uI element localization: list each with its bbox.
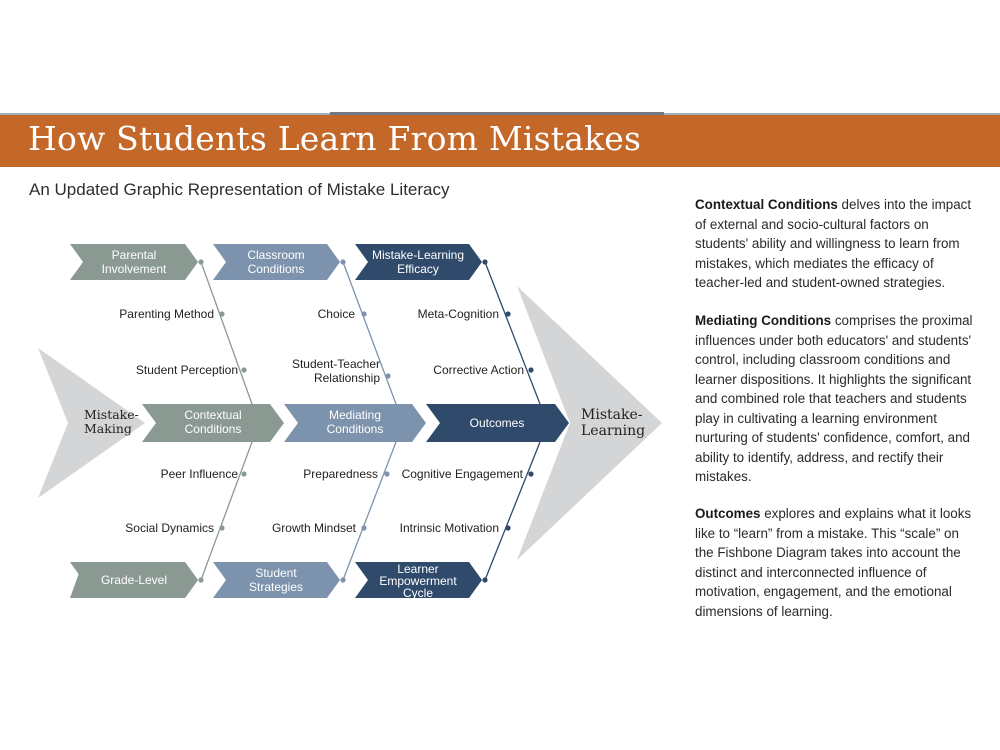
svg-text:Outcomes: Outcomes — [470, 416, 525, 430]
mistake-learning-arrow — [517, 286, 662, 560]
bottom-box-learner-empowerment-cycle: Learner Empowerment Cycle — [355, 562, 482, 600]
svg-text:Student: Student — [255, 566, 297, 580]
bottom-box-grade-level: Grade-Level — [70, 562, 198, 598]
factor-preparedness: Preparedness — [303, 467, 378, 481]
svg-text:Parental: Parental — [112, 248, 157, 262]
factor-corrective-action: Corrective Action — [433, 363, 524, 377]
description-contextual: Contextual Conditions delves into the im… — [695, 195, 975, 293]
svg-text:Learning: Learning — [581, 423, 645, 439]
top-box-mistake-learning-efficacy: Mistake-Learning Efficacy — [355, 244, 482, 280]
page-title: How Students Learn From Mistakes — [28, 119, 642, 158]
description-term: Outcomes — [695, 506, 761, 521]
description-term: Contextual Conditions — [695, 197, 838, 212]
top-box-classroom-conditions: Classroom Conditions — [213, 244, 340, 280]
factor-growth-mindset: Growth Mindset — [272, 521, 357, 535]
svg-text:Involvement: Involvement — [102, 262, 167, 276]
svg-text:Conditions: Conditions — [327, 422, 384, 436]
factor-student-teacher: Student-Teacher — [292, 357, 380, 371]
factor-relationship: Relationship — [314, 371, 380, 385]
title-banner — [0, 115, 1000, 167]
description-term: Mediating Conditions — [695, 313, 832, 328]
factor-intrinsic-motivation: Intrinsic Motivation — [400, 521, 499, 535]
factor-peer-influence: Peer Influence — [161, 467, 239, 481]
factor-meta-cognition: Meta-Cognition — [418, 307, 499, 321]
spine-box-contextual-conditions: Contextual Conditions — [142, 404, 284, 442]
bones — [200, 261, 541, 581]
start-label: Mistake- Making — [84, 407, 139, 436]
svg-text:Mistake-: Mistake- — [84, 407, 139, 422]
svg-text:Mistake-Learning: Mistake-Learning — [372, 248, 464, 262]
page-subtitle: An Updated Graphic Representation of Mis… — [29, 180, 450, 199]
factor-social-dynamics: Social Dynamics — [125, 521, 214, 535]
top-box-parental-involvement: Parental Involvement — [70, 244, 198, 280]
svg-text:Contextual: Contextual — [184, 408, 241, 422]
description-mediating: Mediating Conditions comprises the proxi… — [695, 311, 975, 487]
svg-text:Strategies: Strategies — [249, 580, 303, 594]
svg-text:Conditions: Conditions — [185, 422, 242, 436]
description-text: delves into the impact of external and s… — [695, 197, 972, 290]
svg-text:Mistake-: Mistake- — [581, 407, 643, 423]
bottom-factor-labels: Peer Influence Social Dynamics Preparedn… — [125, 467, 523, 535]
svg-text:Mediating: Mediating — [329, 408, 381, 422]
bottom-box-student-strategies: Student Strategies — [213, 562, 340, 598]
description-text: explores and explains what it looks like… — [695, 506, 972, 619]
svg-text:Conditions: Conditions — [248, 262, 305, 276]
factor-choice: Choice — [318, 307, 356, 321]
description-text: comprises the proximal influences under … — [695, 313, 973, 484]
spine-box-mediating-conditions: Mediating Conditions — [284, 404, 426, 442]
bone-dots — [198, 259, 534, 583]
svg-text:Cycle: Cycle — [403, 586, 433, 600]
svg-text:Making: Making — [84, 421, 132, 436]
spine-box-outcomes: Outcomes — [426, 404, 569, 442]
svg-text:Empowerment: Empowerment — [379, 574, 457, 588]
factor-parenting-method: Parenting Method — [119, 307, 214, 321]
description-outcomes: Outcomes explores and explains what it l… — [695, 504, 975, 621]
mistake-making-arrow — [38, 348, 145, 498]
factor-student-perception: Student Perception — [136, 363, 238, 377]
svg-text:Efficacy: Efficacy — [397, 262, 439, 276]
top-rule-accent — [330, 112, 664, 115]
svg-text:Learner: Learner — [397, 562, 438, 576]
svg-text:Classroom: Classroom — [247, 248, 304, 262]
factor-cognitive-engagement: Cognitive Engagement — [402, 467, 524, 481]
top-factor-labels: Parenting Method Student Perception Choi… — [119, 307, 524, 385]
end-label: Mistake- Learning — [581, 407, 645, 439]
svg-text:Grade-Level: Grade-Level — [101, 573, 167, 587]
